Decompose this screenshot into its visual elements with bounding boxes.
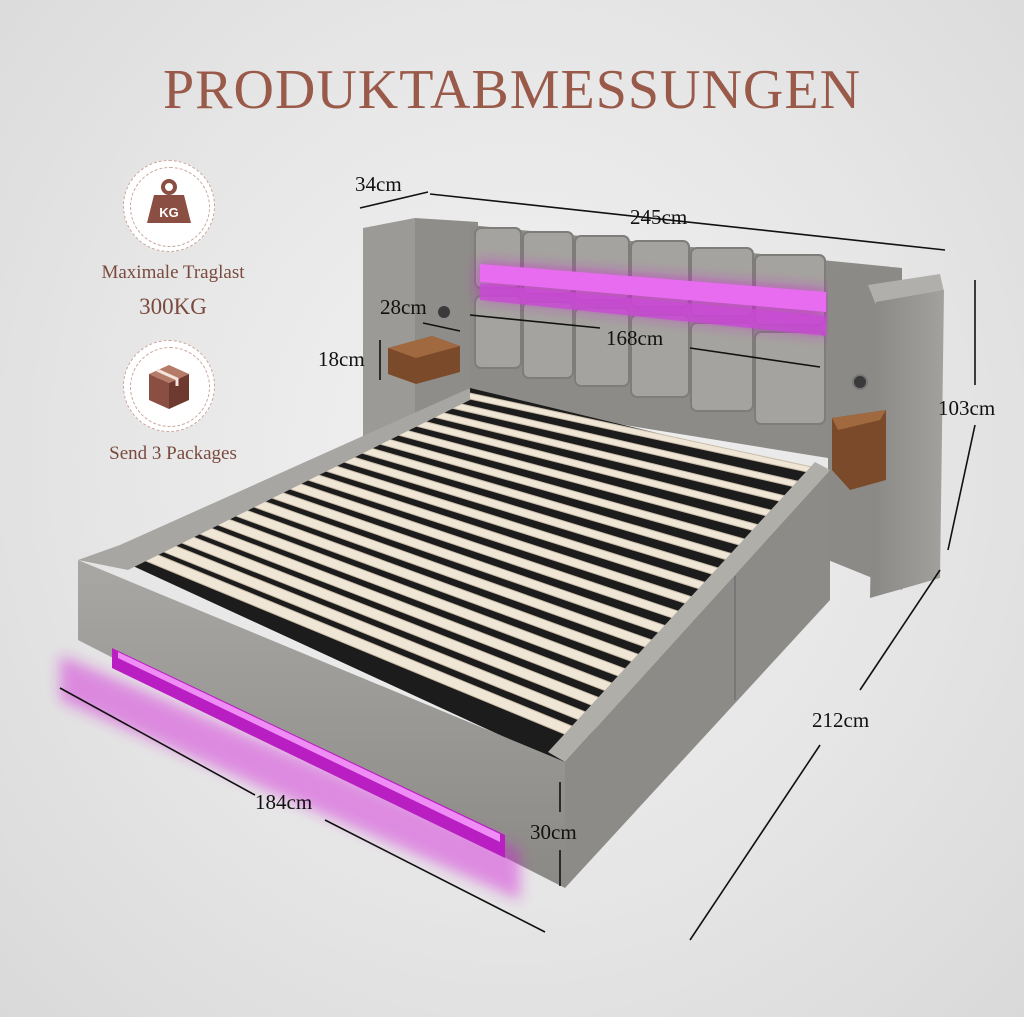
- max-load-value: 300KG: [139, 294, 207, 319]
- bed-slats: [139, 391, 813, 742]
- left-wing-panel: [363, 218, 478, 440]
- headboard-led: [478, 262, 828, 336]
- kg-icon-text: KG: [159, 205, 179, 220]
- dimension-lines: [59, 191, 976, 941]
- badge-ring: [130, 167, 210, 247]
- packages-label: Send 3 Packages: [109, 443, 237, 464]
- dim-total-width: 245cm: [630, 205, 688, 229]
- usb-port-right: [852, 374, 868, 390]
- right-nightstand-shelf: [832, 410, 886, 490]
- weight-badge: KG: [123, 160, 215, 252]
- kg-weight-icon: [147, 179, 191, 223]
- underbed-led: [60, 648, 520, 900]
- usb-port-left: [438, 306, 450, 318]
- badge-ring: [130, 347, 210, 427]
- dim-shelf-height: 18cm: [318, 347, 365, 371]
- dim-bed-width: 184cm: [255, 790, 313, 814]
- dim-frame-height: 30cm: [530, 820, 577, 844]
- left-nightstand-shelf: [388, 336, 460, 384]
- dim-length: 212cm: [812, 708, 870, 732]
- package-badge: [123, 340, 215, 432]
- dim-headboard-light-width: 168cm: [606, 326, 664, 350]
- dim-height: 103cm: [938, 396, 996, 420]
- dim-wing-width: 34cm: [355, 172, 402, 196]
- page-title: PRODUKTABMESSUNGEN: [162, 59, 862, 121]
- max-load-label: Maximale Traglast: [101, 262, 245, 283]
- package-box-icon: [149, 365, 189, 409]
- bed-frame-foot-side: [548, 462, 830, 888]
- dim-shelf-depth: 28cm: [380, 295, 427, 319]
